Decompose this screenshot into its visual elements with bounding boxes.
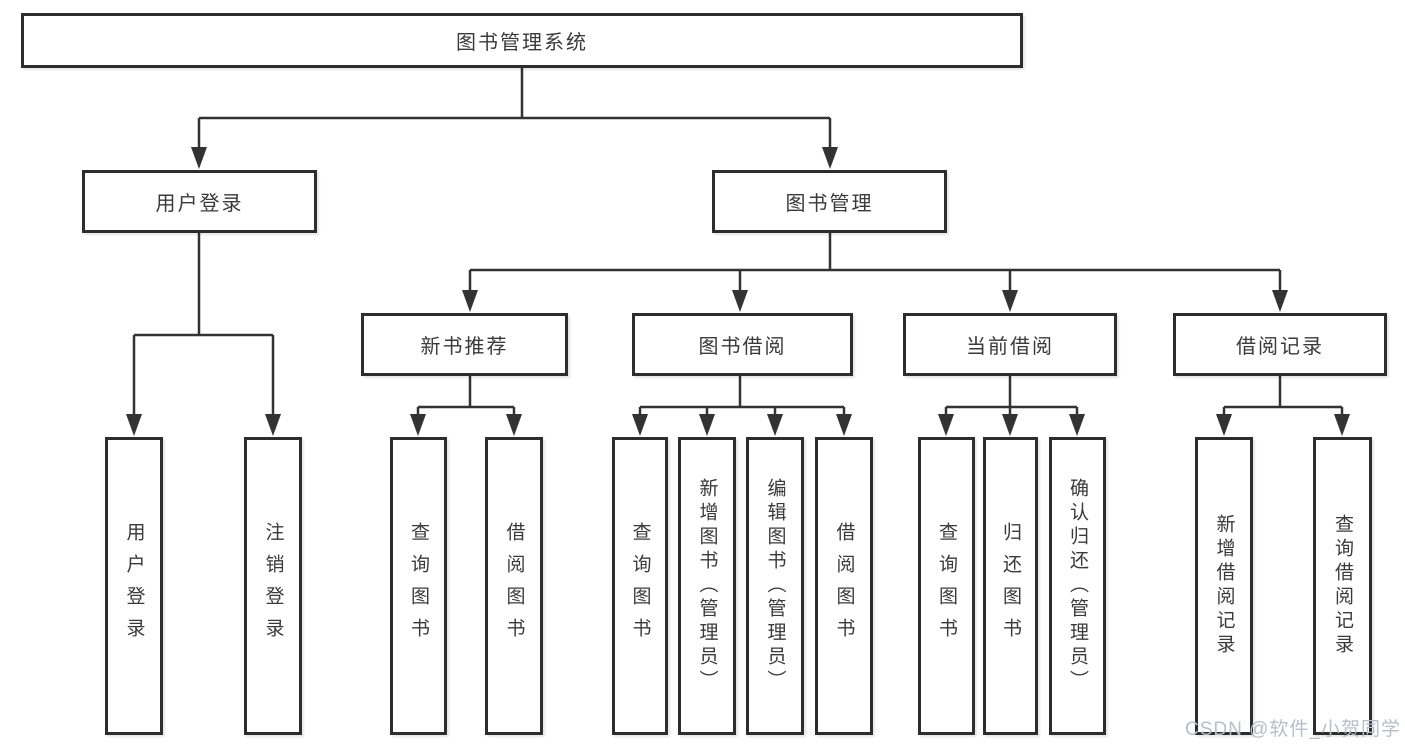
arrowhead-icon: [1002, 414, 1018, 436]
connector-paths: [132, 67, 1344, 416]
leaf-edit-books-admin: 编辑图书（管理员）: [746, 437, 804, 735]
node-current-borrowing: 当前借阅: [903, 313, 1117, 376]
leaf-borrow-books: 借阅图书: [815, 437, 873, 735]
arrowhead-icon: [191, 147, 207, 169]
arrowhead-icon: [1334, 414, 1350, 436]
leaf-return-books: 归还图书: [983, 437, 1038, 735]
connector-book-borrow-children: [638, 376, 846, 416]
arrowhead-icon: [1069, 414, 1085, 436]
connector-current-borrow-children: [944, 376, 1079, 416]
connector-user-login-children: [132, 233, 275, 416]
arrowhead-icon: [732, 290, 748, 312]
node-book-borrowing: 图书借阅: [632, 313, 853, 376]
leaf-add-borrow-record: 新增借阅记录: [1195, 437, 1253, 735]
leaf-query-books-current: 查询图书: [918, 437, 975, 735]
node-new-book-recommend: 新书推荐: [361, 313, 568, 376]
leaf-borrow-books-recommend: 借阅图书: [485, 437, 543, 735]
arrowhead-icon: [836, 414, 852, 436]
connector-borrow-records-children: [1222, 376, 1344, 416]
arrowhead-icon: [265, 414, 281, 436]
arrowhead-icon: [506, 414, 522, 436]
arrowhead-icon: [632, 414, 648, 436]
arrowhead-icon: [462, 290, 478, 312]
leaf-add-books-admin: 新增图书（管理员）: [678, 437, 736, 735]
arrowhead-icon: [822, 147, 838, 169]
node-borrowing-records: 借阅记录: [1173, 313, 1387, 376]
arrowhead-icon: [1002, 290, 1018, 312]
node-root-system: 图书管理系统: [21, 13, 1023, 68]
connector-new-book-children: [416, 376, 516, 416]
node-user-login: 用户登录: [82, 170, 317, 233]
connector-book-management-children: [468, 233, 1282, 291]
arrowhead-icon: [126, 414, 142, 436]
leaf-user-login: 用户登录: [105, 437, 163, 735]
arrowhead-icon: [1272, 290, 1288, 312]
node-book-management: 图书管理: [712, 170, 947, 233]
connector-arrowheads: [126, 147, 1350, 436]
leaf-query-books-borrowing: 查询图书: [612, 437, 668, 735]
arrowhead-icon: [767, 414, 783, 436]
leaf-query-borrow-record: 查询借阅记录: [1313, 437, 1372, 735]
leaf-logout: 注销登录: [244, 437, 302, 735]
leaf-query-books-recommend: 查询图书: [390, 437, 447, 735]
arrowhead-icon: [410, 414, 426, 436]
arrowhead-icon: [1216, 414, 1232, 436]
connector-root-to-level2: [197, 67, 832, 148]
arrowhead-icon: [938, 414, 954, 436]
watermark: CSDN @软件_小贺同学: [1185, 719, 1401, 740]
leaf-confirm-return-admin: 确认归还（管理员）: [1049, 437, 1106, 735]
arrowhead-icon: [699, 414, 715, 436]
